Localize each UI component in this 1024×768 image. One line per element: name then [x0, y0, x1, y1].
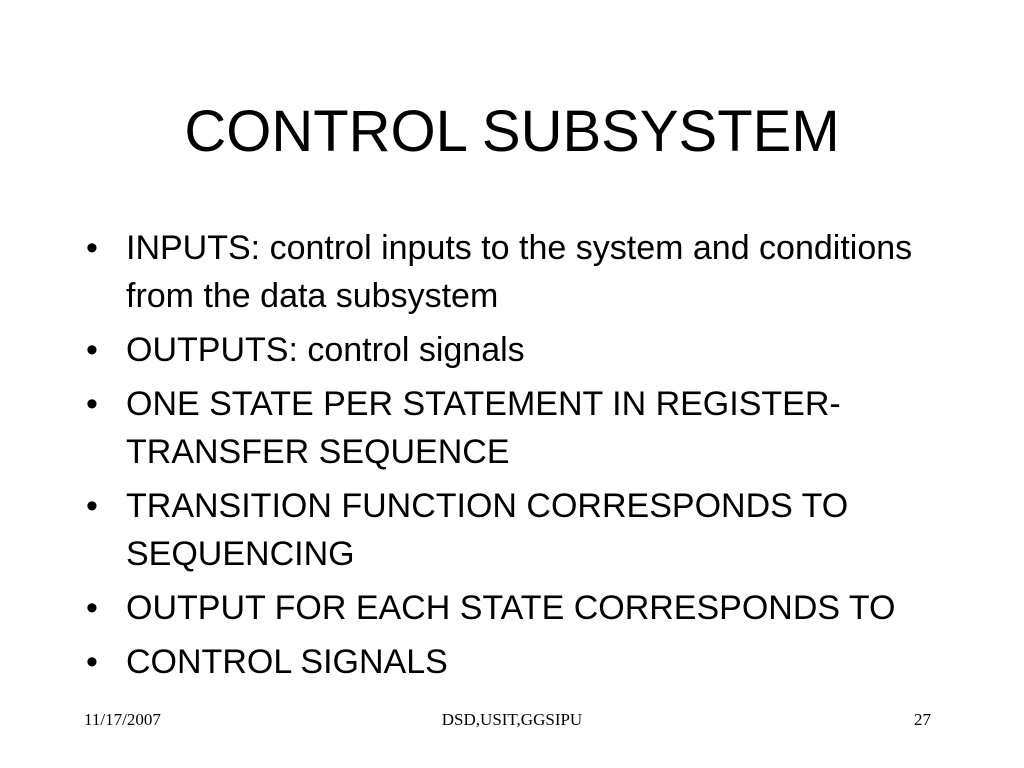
bullet-icon: • [86, 643, 98, 681]
bullet-text: OUTPUTS: control signals [126, 331, 525, 369]
bullet-list: • INPUTS: control inputs to the system a… [86, 224, 946, 686]
bullet-text: CONTROL SIGNALS [126, 643, 448, 681]
bullet-item: • CONTROL SIGNALS [86, 638, 946, 686]
bullet-icon: • [86, 331, 98, 369]
bullet-icon: • [86, 385, 98, 423]
bullet-text: ONE STATE PER STATEMENT IN REGISTER-TRAN… [126, 385, 841, 471]
bullet-icon: • [86, 589, 98, 627]
bullet-text: OUTPUT FOR EACH STATE CORRESPONDS TO [126, 589, 896, 627]
bullet-item: • TRANSITION FUNCTION CORRESPONDS TO SEQ… [86, 482, 946, 578]
slide-title: CONTROL SUBSYSTEM [184, 99, 840, 164]
bullet-item: • INPUTS: control inputs to the system a… [86, 224, 946, 320]
bullet-text: TRANSITION FUNCTION CORRESPONDS TO SEQUE… [126, 487, 849, 573]
bullet-icon: • [86, 229, 98, 267]
bullet-item: • OUTPUT FOR EACH STATE CORRESPONDS TO [86, 584, 946, 632]
bullet-item: • ONE STATE PER STATEMENT IN REGISTER-TR… [86, 380, 946, 476]
footer-date: 11/17/2007 [84, 710, 161, 729]
page-number: 27 [914, 710, 931, 729]
bullet-text: INPUTS: control inputs to the system and… [126, 229, 913, 315]
bullet-item: • OUTPUTS: control signals [86, 326, 946, 374]
bullet-icon: • [86, 487, 98, 525]
footer-center-text: DSD,USIT,GGSIPU [441, 710, 583, 729]
